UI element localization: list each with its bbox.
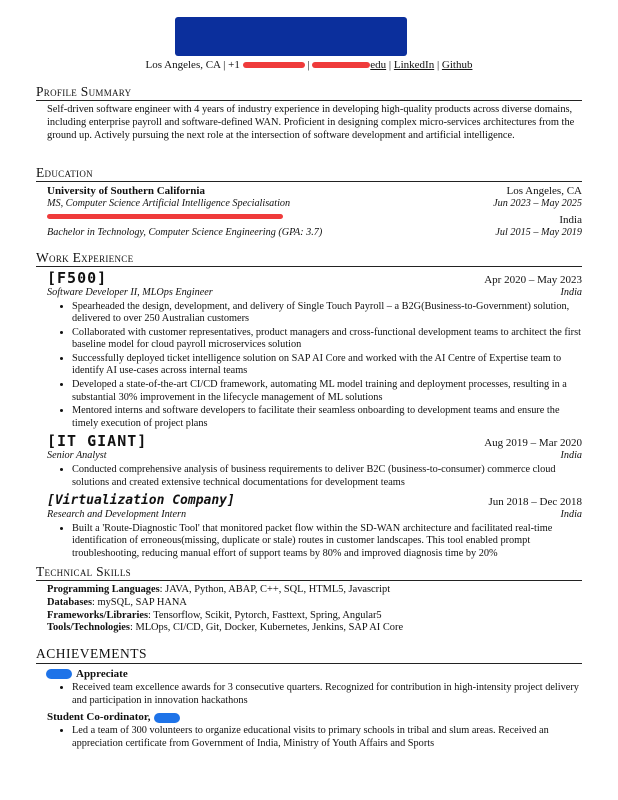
redacted-phone	[242, 62, 305, 69]
redacted-blob	[153, 712, 180, 723]
list-item: Led a team of 300 volunteers to organize…	[72, 725, 582, 750]
edu-location-2: India	[559, 213, 582, 226]
skill-value: : mySQL, SAP HANA	[92, 596, 187, 608]
experience-section: Work Experience [F500] Apr 2020 – May 20…	[36, 250, 582, 562]
experience-title: Work Experience	[36, 250, 582, 267]
job-row-3: [Virtualization Company] Jun 2018 – Dec …	[36, 492, 582, 509]
contact-phone: +1	[228, 59, 240, 71]
skills-title: Technical Skills	[36, 564, 582, 581]
job-subrow-3: Research and Development Intern India	[36, 509, 582, 522]
achievement-bullets-1: Received team excellence awards for 3 co…	[36, 682, 582, 707]
achievement-title-2: Student Co-ordinator,	[47, 711, 151, 724]
list-item: Mentored interns and software developers…	[72, 405, 582, 430]
job-dates-3: Jun 2018 – Dec 2018	[488, 496, 583, 509]
edu-row-2: India	[36, 213, 582, 227]
achievement-bullets-2: Led a team of 300 volunteers to organize…	[36, 725, 582, 750]
list-item: Spearheaded the design, development, and…	[72, 301, 582, 326]
skill-value: : MLOps, CI/CD, Git, Docker, Kubernetes,…	[129, 622, 404, 634]
redacted-name-box	[175, 17, 407, 56]
linkedin-link[interactable]: LinkedIn	[393, 59, 435, 71]
education-title: Education	[36, 165, 582, 182]
job-company-2: [IT GIANT]	[47, 432, 148, 451]
list-item: Developed a state-of-the-art CI/CD frame…	[72, 379, 582, 404]
job-subrow-1: Software Developer II, MLOps Engineer In…	[36, 287, 582, 300]
job-location-3: India	[560, 509, 582, 521]
achievement-title-1: Appreciate	[76, 668, 128, 680]
redacted-blob	[46, 669, 72, 680]
edu-degree-2: Bachelor in Technology, Computer Science…	[47, 226, 323, 238]
job-row-1: [F500] Apr 2020 – May 2023	[36, 270, 582, 287]
skill-row: Tools/Technologies: MLOps, CI/CD, Git, D…	[36, 622, 582, 635]
skill-row: Databases: mySQL, SAP HANA	[36, 597, 582, 610]
job-location-1: India	[560, 287, 582, 298]
edu-degree-1: MS, Computer Science Artificial Intellig…	[47, 198, 291, 209]
skill-value: : JAVA, Python, ABAP, C++, SQL, HTML5, J…	[159, 584, 391, 595]
email-suffix: edu	[370, 59, 387, 71]
job-subrow-2: Senior Analyst India	[36, 450, 582, 463]
job-row-2: [IT GIANT] Aug 2019 – Mar 2020	[36, 433, 582, 450]
edu-location-1: Los Angeles, CA	[506, 185, 582, 197]
skill-label: Databases	[47, 596, 93, 608]
achievement-1: Appreciate	[36, 668, 582, 681]
list-item: Received team excellence awards for 3 co…	[72, 682, 582, 707]
job-company-3: [Virtualization Company]	[47, 493, 235, 509]
job-dates-2: Aug 2019 – Mar 2020	[484, 437, 582, 450]
achievement-2: Student Co-ordinator,	[36, 711, 582, 724]
job-bullets-3: Built a 'Route-Diagnostic Tool' that mon…	[36, 523, 582, 561]
profile-text: Self-driven software engineer with 4 yea…	[47, 104, 575, 141]
job-bullets-2: Conducted comprehensive analysis of busi…	[36, 464, 582, 489]
redacted-school-2	[47, 213, 283, 219]
skill-row: Programming Languages: JAVA, Python, ABA…	[36, 584, 582, 597]
edu-row-1: University of Southern California Los An…	[36, 185, 582, 198]
skill-row: Frameworks/Libraries: Tensorflow, Scikit…	[36, 610, 582, 623]
edu-dates-1: Jun 2023 – May 2025	[493, 198, 582, 209]
job-role-1: Software Developer II, MLOps Engineer	[47, 287, 213, 298]
achievements-title: ACHIEVEMENTS	[36, 646, 582, 664]
skill-label: Frameworks/Libraries	[47, 609, 148, 621]
skill-value: : Tensorflow, Scikit, Pytorch, Fasttext,…	[148, 609, 382, 621]
list-item: Collaborated with customer representativ…	[72, 327, 582, 352]
profile-section: Profile Summary Self-driven software eng…	[36, 84, 582, 142]
job-bullets-1: Spearheaded the design, development, and…	[36, 301, 582, 431]
list-item: Built a 'Route-Diagnostic Tool' that mon…	[72, 523, 582, 561]
email-link[interactable]: edu	[312, 59, 386, 71]
edu-school-1: University of Southern California	[47, 185, 205, 197]
job-role-3: Research and Development Intern	[47, 509, 187, 521]
edu-subrow-1: MS, Computer Science Artificial Intellig…	[36, 198, 582, 211]
github-link[interactable]: Github	[441, 59, 473, 71]
list-item: Successfully deployed ticket intelligenc…	[72, 353, 582, 378]
achievements-section: ACHIEVEMENTS Appreciate Received team ex…	[36, 646, 582, 752]
job-dates-1: Apr 2020 – May 2023	[484, 274, 582, 286]
list-item: Conducted comprehensive analysis of busi…	[72, 464, 582, 489]
job-location-2: India	[560, 450, 582, 462]
redacted-email	[312, 62, 371, 69]
job-company-1: [F500]	[47, 269, 108, 287]
edu-dates-2: Jul 2015 – May 2019	[495, 226, 582, 238]
skills-section: Technical Skills Programming Languages: …	[36, 564, 582, 635]
job-role-2: Senior Analyst	[47, 450, 107, 462]
contact-line: Los Angeles, CA | +1 | edu | LinkedIn | …	[145, 59, 473, 71]
edu-subrow-2: Bachelor in Technology, Computer Science…	[36, 227, 582, 240]
skill-label: Programming Languages	[47, 584, 160, 595]
skill-label: Tools/Technologies	[47, 622, 130, 634]
profile-title: Profile Summary	[36, 84, 582, 101]
contact-location: Los Angeles, CA	[145, 59, 221, 71]
education-section: Education University of Southern Califor…	[36, 165, 582, 239]
